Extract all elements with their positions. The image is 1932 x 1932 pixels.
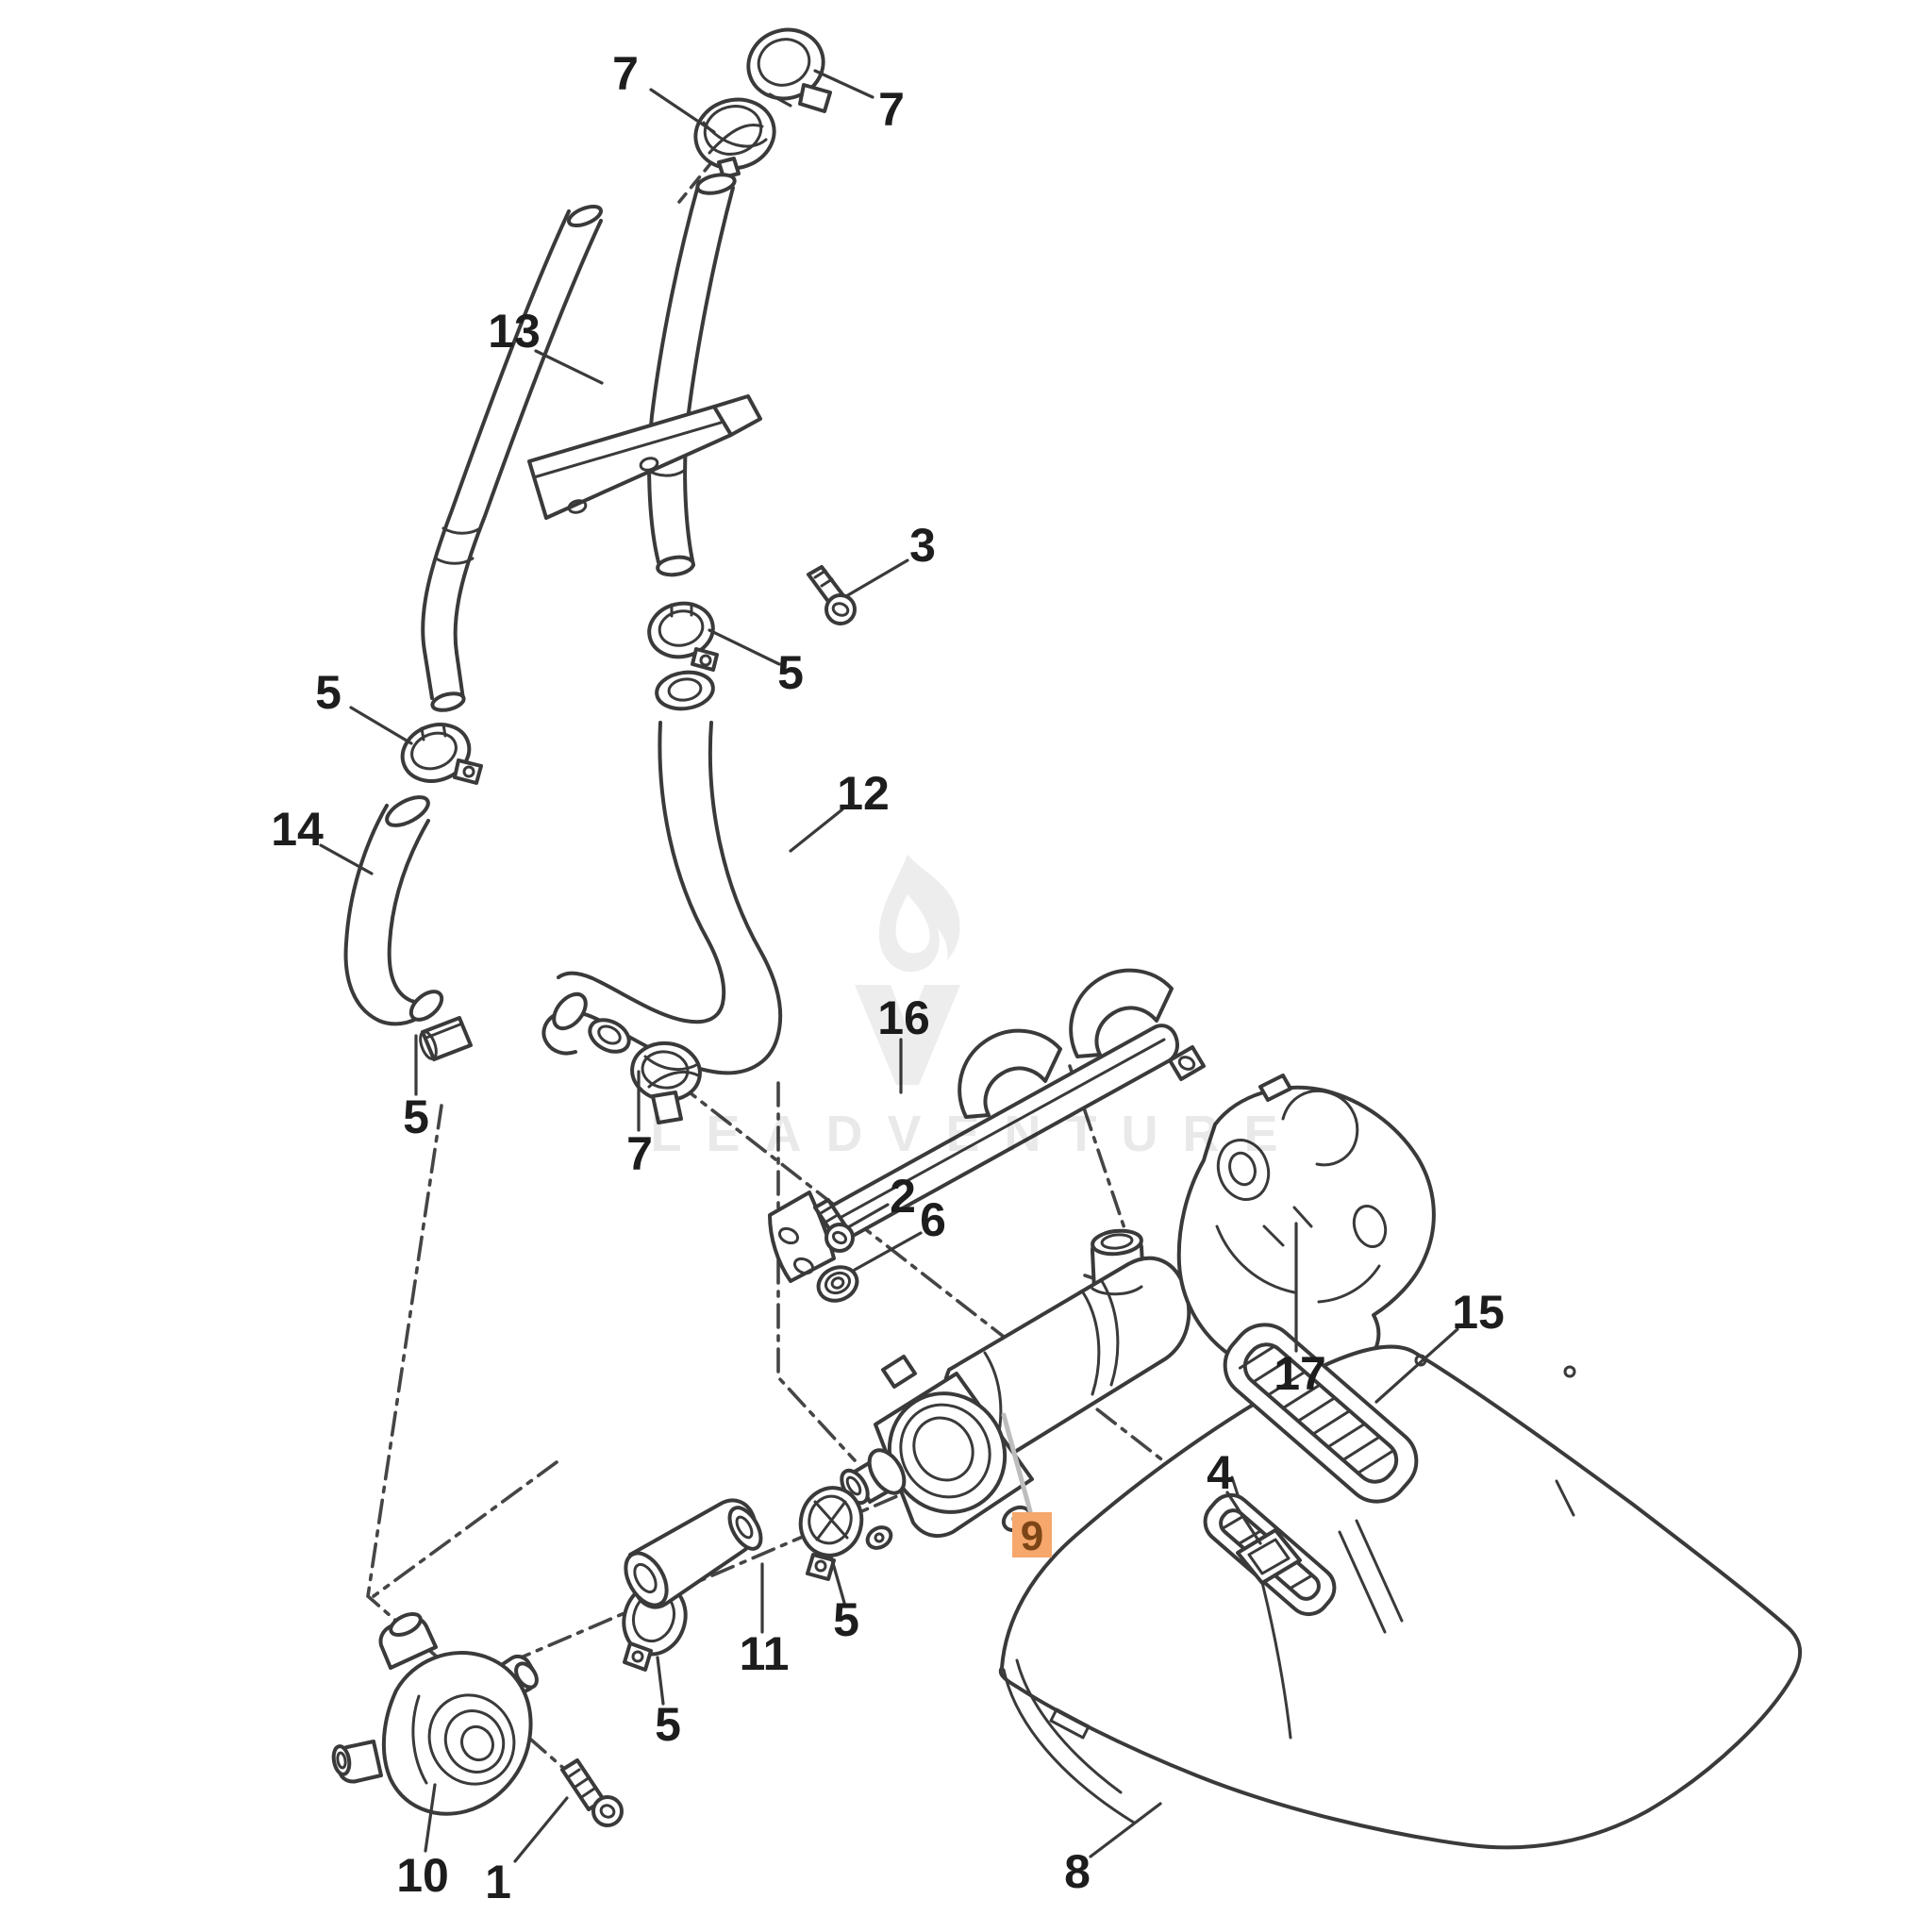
part-1-bolt-part[interactable] [560,1758,624,1827]
part-label-14[interactable]: 14 [271,803,324,856]
part-3-bolt[interactable] [807,565,857,625]
part-label-7-top-left[interactable]: 7 [612,47,639,100]
part-7-cap-clamp[interactable] [688,91,782,179]
part-7-clamp-mid-part[interactable] [628,1039,704,1124]
part-5-sleeve[interactable] [417,1016,473,1061]
part-label-8[interactable]: 8 [1064,1845,1091,1898]
highlight-leader [1001,1412,1033,1514]
hose-12-end-ring [655,670,715,711]
part-8-heat-shield-part[interactable] [998,1311,1803,1850]
part-label-3[interactable]: 3 [909,519,936,572]
part-label-1[interactable]: 1 [485,1856,511,1908]
highlight-box [1012,1512,1052,1557]
part-12-hose[interactable] [527,721,783,1084]
part-label-5-inlet[interactable]: 5 [833,1593,859,1646]
part-label-13[interactable]: 13 [488,305,541,358]
part-label-4[interactable]: 4 [1207,1446,1233,1499]
watermark: LEADVENTURE [650,855,1302,1162]
callout-labels: 7 7 13 3 5 5 12 14 16 5 7 2 6 15 17 4 5 … [271,47,1505,1908]
part-15-grille-part[interactable] [1212,1311,1430,1514]
part-label-15[interactable]: 15 [1452,1286,1505,1339]
part-label-7-top-right[interactable]: 7 [878,83,905,136]
part-label-5-left[interactable]: 5 [315,666,341,719]
part-10-valve-part[interactable] [331,1609,541,1816]
part-label-2[interactable]: 2 [890,1170,916,1223]
part-4-clip-part[interactable] [1236,1528,1302,1585]
part-7-clamp-top[interactable] [740,20,832,113]
part-5-clamp-inlet-part[interactable] [793,1481,869,1581]
part-label-9-highlighted[interactable]: 9 [1012,1512,1052,1559]
part-14-hose[interactable] [343,791,447,1038]
part-5-clamp-left-part[interactable] [394,715,483,790]
part-label-9[interactable]: 9 [1021,1513,1043,1559]
part-label-6[interactable]: 6 [920,1193,946,1246]
part-label-11[interactable]: 11 [740,1627,790,1680]
part-label-10[interactable]: 10 [396,1849,449,1902]
part-13-tube-assembly[interactable] [421,172,762,713]
part-5-clamp-upper[interactable] [644,598,719,672]
part-11-tube-part[interactable] [617,1498,767,1612]
part-6-grommet-part[interactable] [813,1261,862,1307]
flame-v-logo-icon [855,855,960,1085]
part-label-5-lower[interactable]: 5 [655,1698,681,1751]
part-label-17[interactable]: 17 [1274,1347,1326,1400]
part-label-5-mid-left[interactable]: 5 [403,1091,429,1143]
part-label-7-mid[interactable]: 7 [626,1127,653,1180]
watermark-text: LEADVENTURE [650,1106,1302,1162]
part-label-5-upper[interactable]: 5 [777,646,804,699]
part-label-12[interactable]: 12 [837,767,890,820]
